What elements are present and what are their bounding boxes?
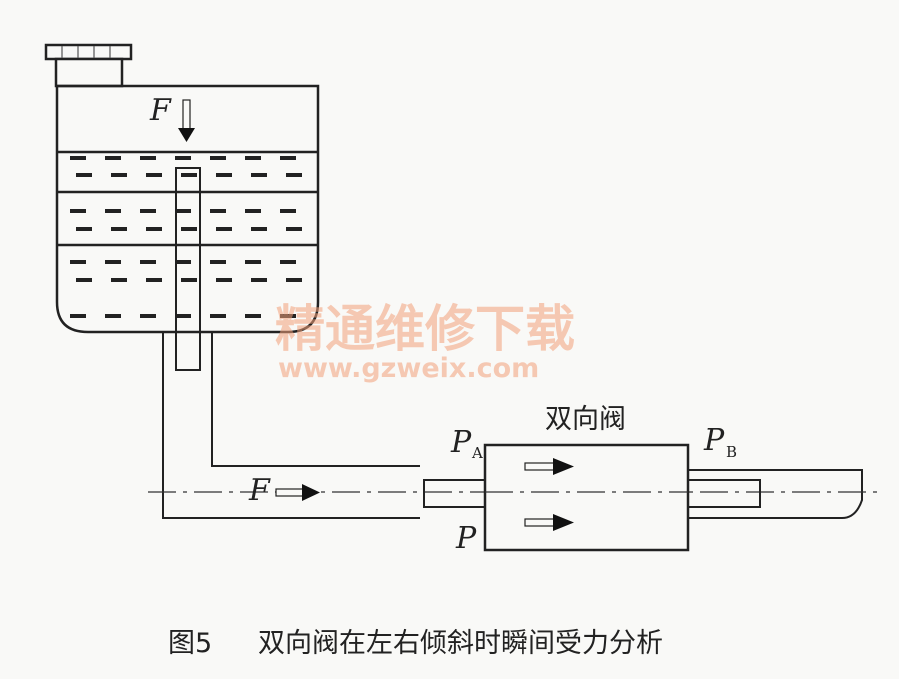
- pipe-outer-left: [162, 332, 420, 519]
- tank-cap-ridges: [61, 46, 111, 58]
- force-label-pipe: F: [248, 473, 271, 508]
- pressure-label-a: P: [450, 425, 472, 460]
- pipe: [162, 167, 863, 519]
- force-arrow-tank: [178, 99, 195, 142]
- pressure-label-lower: P: [455, 521, 477, 556]
- figure-number: 图5: [168, 628, 212, 659]
- fuel-tank: [44, 43, 320, 334]
- two-way-valve: [423, 443, 761, 552]
- tank-cap-top: [44, 43, 133, 61]
- pipe-right-outlet: [688, 469, 863, 519]
- valve-spool-left: [423, 479, 486, 508]
- force-label-tank: F: [149, 93, 172, 128]
- valve-spool-right: [687, 479, 761, 508]
- liquid-dashes: [70, 156, 302, 318]
- force-arrow-pipe: [275, 484, 320, 501]
- pressure-label-b: P: [703, 423, 725, 458]
- valve-label: 双向阀: [545, 404, 626, 435]
- watermark-url: www.gzweix.com: [278, 353, 539, 384]
- watermark-title: 精通维修下载: [275, 300, 575, 358]
- pressure-label-b-sub: B: [726, 443, 737, 461]
- pressure-label-a-sub: A: [471, 444, 483, 462]
- tank-body: [55, 84, 320, 334]
- valve-body: [483, 443, 690, 552]
- pipe-outer-right: [211, 332, 420, 467]
- pressure-arrow-lower: [524, 514, 574, 531]
- tank-cap-neck: [54, 57, 124, 88]
- pressure-arrow-upper: [524, 458, 574, 475]
- figure-caption: 双向阀在左右倾斜时瞬间受力分析: [258, 628, 663, 659]
- pipe-inner-vertical: [175, 167, 201, 371]
